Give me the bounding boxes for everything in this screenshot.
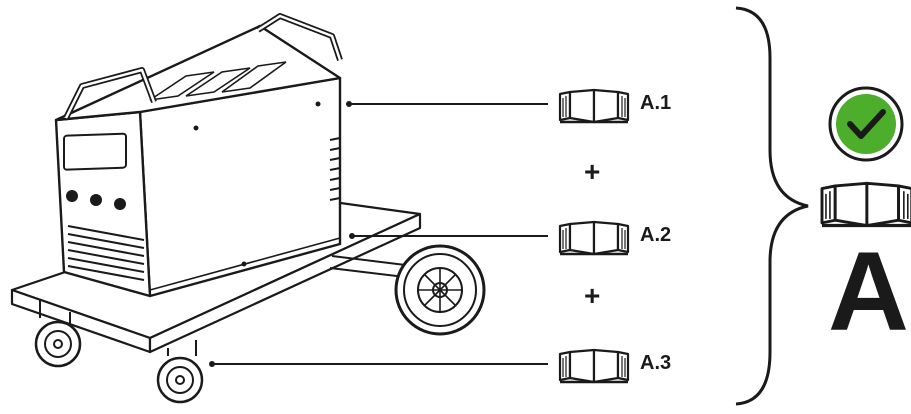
leader-lines <box>209 101 548 367</box>
label-a1: A.1 <box>640 92 672 114</box>
manual-book-icon-a3 <box>558 348 630 384</box>
welding-machine-on-trolley <box>10 13 486 404</box>
manual-book-icon-result <box>820 181 911 228</box>
result-letter: A <box>828 229 909 354</box>
plus-sign-1: + <box>584 156 601 187</box>
manual-book-icon-a1 <box>558 88 630 124</box>
label-a3: A.3 <box>640 352 672 374</box>
plus-sign-2: + <box>584 280 601 311</box>
check-circle-icon <box>828 86 904 162</box>
curly-brace <box>735 6 809 406</box>
manual-book-icon-a2 <box>558 220 630 256</box>
label-a2: A.2 <box>640 224 672 246</box>
